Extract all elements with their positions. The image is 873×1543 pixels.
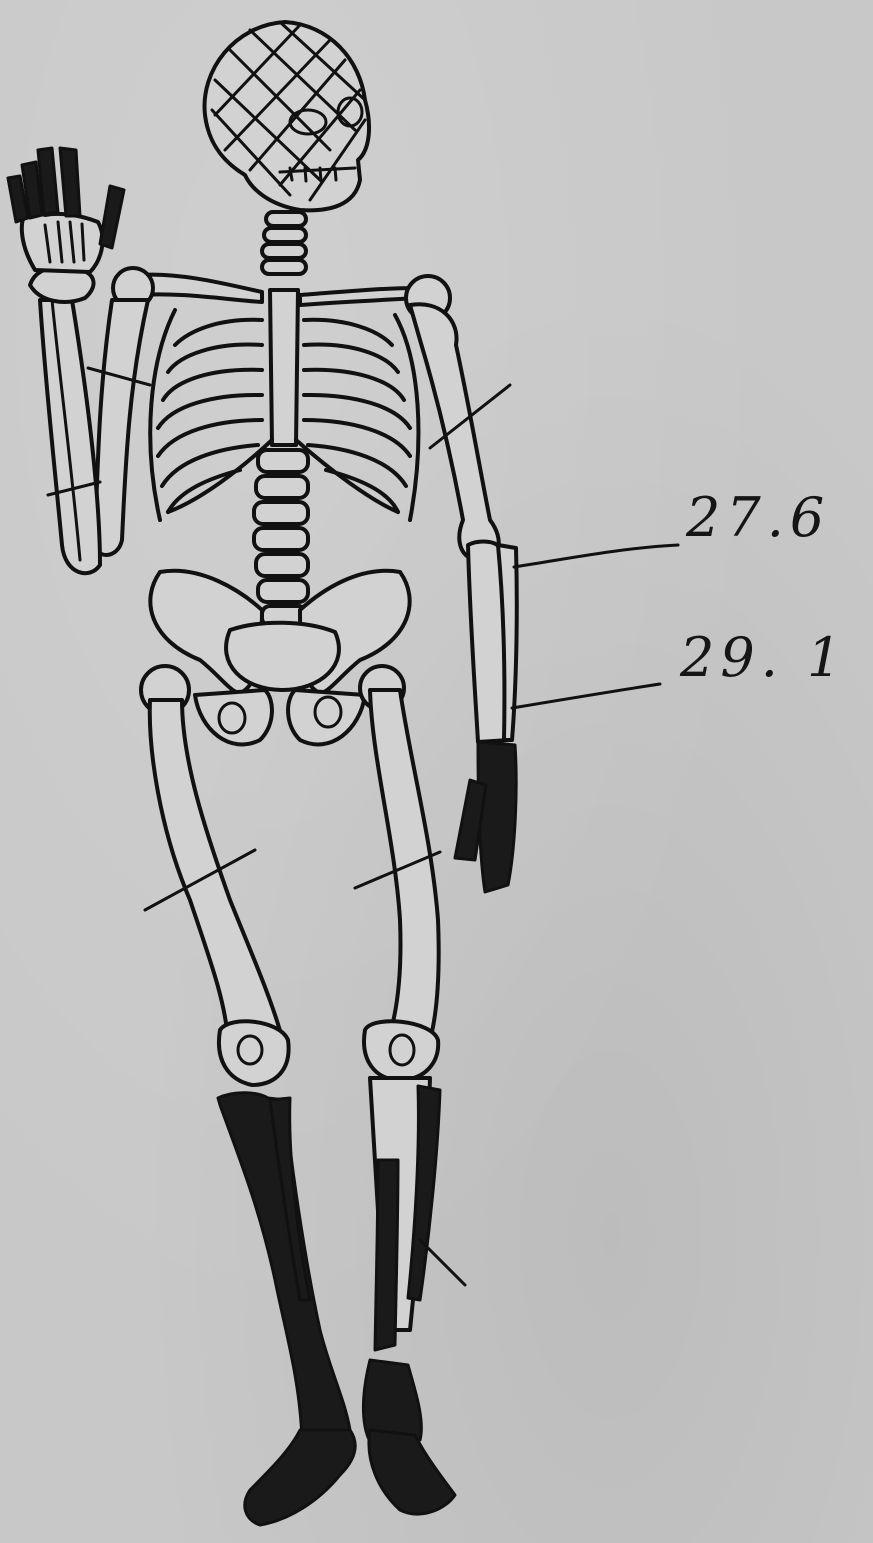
leader-line-2 [512,684,660,708]
raised-hand [8,148,124,272]
leg-right [360,666,455,1514]
leg-left [141,666,355,1525]
hanging-hand [455,742,516,892]
annotation-label-1: 27.6 [686,486,830,549]
leader-lines [512,545,678,708]
lumbar-spine [254,450,308,626]
raised-arm [8,148,148,573]
annotation-label-2: 29. 1 [680,626,847,689]
skull [205,22,370,210]
leader-line-1 [514,545,678,567]
cervical-spine [262,212,306,274]
fracture-marker-icon [218,1093,355,1525]
